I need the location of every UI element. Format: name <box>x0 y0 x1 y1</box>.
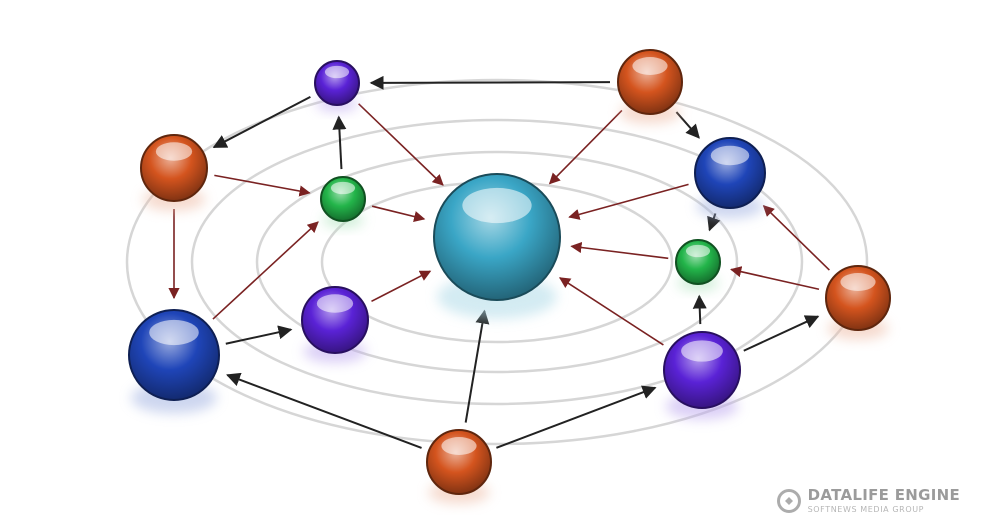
edge-orange-bottom-to-purple-right <box>496 385 657 449</box>
edge-purple-top-to-center <box>358 103 444 186</box>
edge-layer <box>168 75 830 449</box>
node-highlight <box>685 244 711 258</box>
node-orange-bottom <box>426 429 492 504</box>
orbit-ring <box>125 78 869 446</box>
edge-orange-top-right-to-blue-right <box>675 111 700 139</box>
orbit-ring <box>190 118 804 406</box>
node-highlight <box>632 57 668 75</box>
edge-purple-top-to-orange-left <box>212 95 311 149</box>
node-highlight <box>441 437 477 455</box>
node-blue-left <box>128 309 220 414</box>
node-highlight <box>840 273 876 291</box>
edge-blue-left-to-green-left <box>212 221 319 320</box>
node-highlight <box>324 65 350 79</box>
watermark: DATALIFE ENGINE SOFTNEWS MEDIA GROUP <box>776 488 960 514</box>
node-green-right <box>675 239 721 291</box>
edge-purple-right-to-center <box>558 277 664 346</box>
node-highlight <box>316 294 354 313</box>
node-highlight <box>155 142 193 161</box>
node-highlight <box>710 145 750 166</box>
node-highlight <box>330 181 356 195</box>
edge-purple-left-to-center <box>371 270 432 303</box>
node-highlight <box>149 319 199 346</box>
edge-orange-bottom-to-blue-left <box>226 372 422 449</box>
edge-orange-top-right-to-center <box>548 109 623 185</box>
edge-blue-left-to-purple-left <box>225 325 293 345</box>
node-orange-left <box>140 134 208 211</box>
node-orange-right <box>825 265 891 340</box>
edge-green-right-to-center <box>570 241 669 260</box>
node-green-left <box>320 176 366 228</box>
edge-green-left-to-center <box>371 205 426 223</box>
edge-blue-right-to-center <box>568 183 689 220</box>
datalife-logo-icon <box>776 489 801 513</box>
node-purple-left <box>301 286 369 363</box>
edge-orange-top-right-to-purple-top <box>369 75 611 90</box>
edge-green-left-to-purple-top <box>332 115 347 170</box>
node-blue-right <box>694 137 766 219</box>
edge-orange-left-to-green-left <box>214 174 311 197</box>
node-layer <box>128 49 891 504</box>
edge-purple-right-to-orange-right <box>743 315 820 352</box>
node-highlight <box>462 187 532 224</box>
edge-purple-right-to-green-right <box>692 294 707 325</box>
watermark-subtitle: SOFTNEWS MEDIA GROUP <box>807 505 925 514</box>
orbit-rings <box>125 78 869 446</box>
node-orange-top-right <box>617 49 683 124</box>
node-center <box>433 173 561 319</box>
edge-orange-right-to-green-right <box>730 266 820 291</box>
edge-orange-right-to-blue-right <box>762 205 830 271</box>
node-highlight <box>681 340 723 362</box>
watermark-title: DATALIFE ENGINE <box>807 486 960 504</box>
edge-orange-bottom-to-center <box>464 309 490 423</box>
node-purple-right <box>663 331 741 420</box>
orbit-ring <box>255 150 739 374</box>
node-purple-top <box>314 60 360 112</box>
